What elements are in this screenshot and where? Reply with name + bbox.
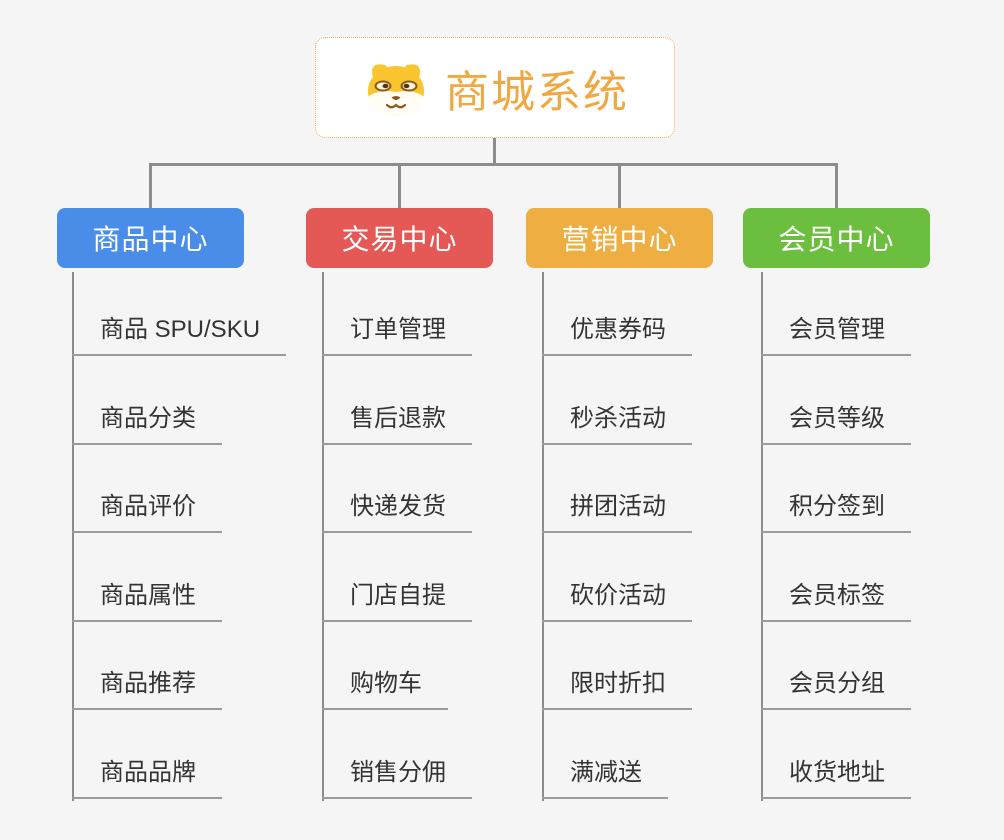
connector-drop-member <box>835 164 838 209</box>
connector-vline-product <box>72 272 74 801</box>
node-item[interactable]: 商品评价 <box>72 492 222 533</box>
connector-drop-product <box>149 164 152 209</box>
connector-vline-marketing <box>542 272 544 801</box>
dog-face-icon <box>361 59 431 117</box>
node-item[interactable]: 商品品牌 <box>72 758 222 799</box>
node-item[interactable]: 购物车 <box>322 669 448 710</box>
connector-bus <box>149 163 838 166</box>
node-item[interactable]: 秒杀活动 <box>542 404 692 445</box>
branch-header-product-center[interactable]: 商品中心 <box>57 208 244 268</box>
root-title: 商城系统 <box>445 67 629 117</box>
node-item[interactable]: 商品分类 <box>72 404 222 445</box>
node-item[interactable]: 订单管理 <box>322 315 472 356</box>
node-item[interactable]: 优惠券码 <box>542 315 692 356</box>
node-item[interactable]: 会员等级 <box>761 404 911 445</box>
node-item[interactable]: 销售分佣 <box>322 758 472 799</box>
connector-vline-trade <box>322 272 324 801</box>
connector-drop-marketing <box>618 164 621 209</box>
connector-drop-trade <box>398 164 401 209</box>
node-item[interactable]: 限时折扣 <box>542 669 692 710</box>
branch-header-marketing-center[interactable]: 营销中心 <box>526 208 713 268</box>
node-item[interactable]: 售后退款 <box>322 404 472 445</box>
node-item[interactable]: 积分签到 <box>761 492 911 533</box>
node-item[interactable]: 收货地址 <box>761 758 911 799</box>
node-item[interactable]: 满减送 <box>542 758 668 799</box>
node-item[interactable]: 会员分组 <box>761 669 911 710</box>
node-item[interactable]: 门店自提 <box>322 581 472 622</box>
node-item[interactable]: 拼团活动 <box>542 492 692 533</box>
branch-header-trade-center[interactable]: 交易中心 <box>306 208 493 268</box>
node-item[interactable]: 商品 SPU/SKU <box>72 315 287 356</box>
connector-vline-member <box>761 272 763 801</box>
root-node[interactable]: 商城系统 <box>315 37 675 138</box>
branch-header-member-center[interactable]: 会员中心 <box>743 208 930 268</box>
node-item[interactable]: 会员管理 <box>761 315 911 356</box>
node-item[interactable]: 商品推荐 <box>72 669 222 710</box>
node-item[interactable]: 商品属性 <box>72 581 222 622</box>
node-item[interactable]: 砍价活动 <box>542 581 692 622</box>
node-item[interactable]: 快递发货 <box>322 492 472 533</box>
connector-root-stub <box>493 136 496 166</box>
node-item[interactable]: 会员标签 <box>761 581 911 622</box>
